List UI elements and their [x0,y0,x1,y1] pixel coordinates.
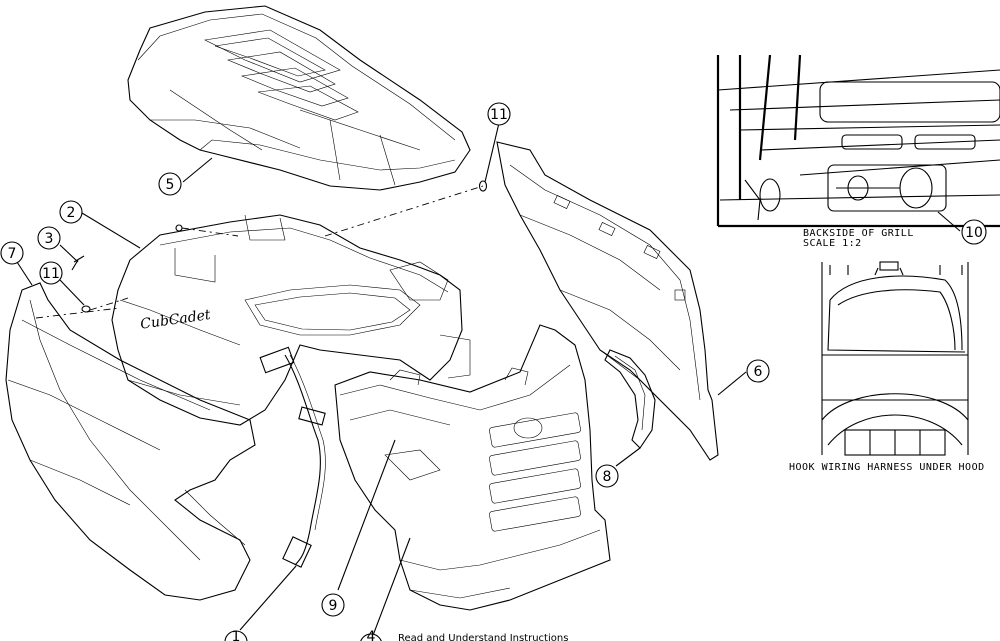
detail-harness-view: HOOK WIRING HARNESS UNDER HOOD [789,261,985,473]
svg-text:3: 3 [45,231,54,247]
wiring-harness [259,346,326,568]
detail-grill-view: BACKSIDE OF GRILL SCALE 1:2 [716,54,1000,249]
callout-4: 4 [360,629,382,641]
svg-text:5: 5 [166,177,175,193]
callout-1: 1 [224,629,248,641]
svg-text:1: 1 [232,629,241,641]
grill-detail-caption-2: SCALE 1:2 [803,238,862,249]
svg-text:8: 8 [603,469,612,485]
hood-top-part [127,5,471,191]
leader-lines [16,122,961,639]
callout-11b: 11 [487,102,511,126]
callout-9: 9 [321,593,345,617]
bottom-note: Read and Understand Instructions [398,633,568,641]
brand-logo: CubCadet [139,307,212,333]
callout-8: 8 [595,464,619,488]
callout-6: 6 [746,359,770,383]
assembly-lines [35,185,484,319]
svg-text:7: 7 [8,246,17,262]
callouts: 5 2 3 7 11 11 6 8 [0,102,987,641]
svg-text:6: 6 [754,364,763,380]
callout-10: 10 [961,219,987,245]
hood-base-pan: CubCadet [111,214,471,426]
svg-text:2: 2 [67,205,76,221]
grill-detail-caption-1: BACKSIDE OF GRILL [803,228,914,239]
svg-text:9: 9 [329,598,338,614]
callout-2: 2 [59,200,83,224]
svg-text:10: 10 [965,225,983,241]
callout-11a: 11 [39,261,63,285]
svg-text:11: 11 [42,266,60,282]
side-bracket [604,349,656,449]
callout-5: 5 [158,172,182,196]
callout-7: 7 [0,241,24,265]
svg-text:11: 11 [490,107,508,123]
front-grill [334,324,611,611]
right-side-panel [496,141,719,461]
svg-text:4: 4 [367,629,376,641]
left-side-panel [5,282,256,601]
harness-detail-caption: HOOK WIRING HARNESS UNDER HOOD [789,462,985,473]
callout-3: 3 [37,226,61,250]
